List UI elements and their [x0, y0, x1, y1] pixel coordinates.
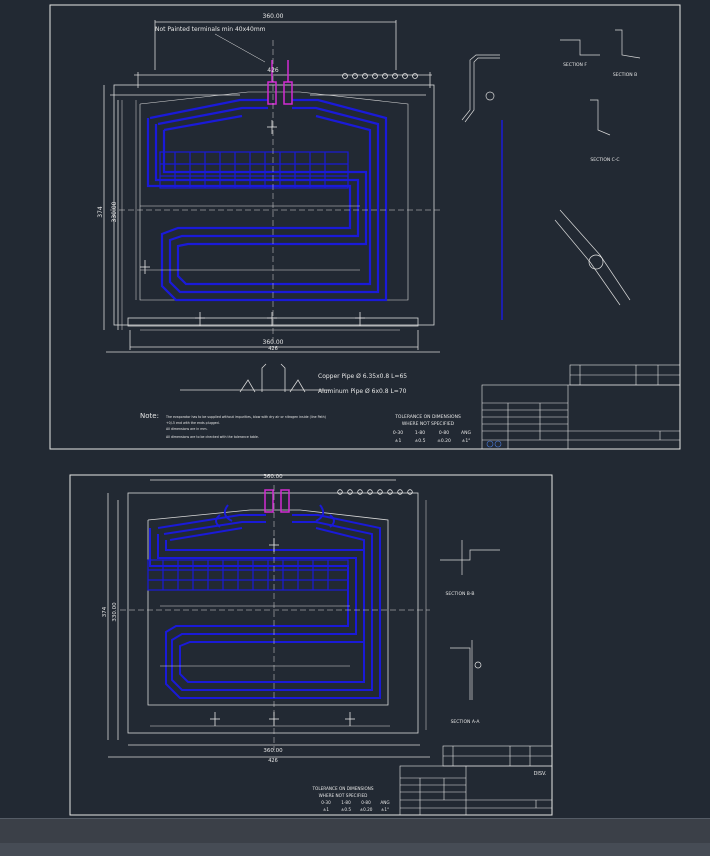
section-views-1 [461, 29, 641, 306]
serpentine-tube-2 [149, 504, 381, 699]
svg-text:±1: ±1 [395, 438, 402, 444]
notes-label: Note: [140, 412, 159, 420]
dim-width-bottom: 360.00 [263, 339, 284, 346]
cad-drawing-canvas[interactable]: 360.00 426 360.00 426 374 330.00 Not Pai… [0, 0, 710, 818]
dim-width-outer-2: 426 [268, 758, 278, 764]
status-bar [0, 818, 710, 856]
svg-text:0-80: 0-80 [361, 800, 371, 805]
svg-text:±0.20: ±0.20 [437, 438, 451, 444]
evaporator-plate-main-view [103, 20, 440, 353]
mounting-points [140, 73, 418, 326]
title-block-2-mark: DISV. [534, 771, 547, 777]
section-views-2 [440, 540, 500, 700]
svg-text:±0.20: ±0.20 [360, 807, 373, 812]
sheet-1: 360.00 426 360.00 426 374 330.00 Not Pai… [49, 4, 681, 450]
notes-line-4: All dimensions are to be checked with th… [166, 435, 259, 439]
svg-text:WHERE NOT SPECIFIED: WHERE NOT SPECIFIED [402, 421, 455, 427]
pipe-detail [180, 363, 330, 393]
fin-grid [159, 151, 349, 189]
svg-text:±1°: ±1° [462, 438, 471, 444]
evaporator-plate-view-2 [107, 479, 430, 758]
title-block-1 [481, 364, 681, 450]
status-bar-strip [0, 843, 710, 856]
svg-text:1-80: 1-80 [341, 800, 351, 805]
dim-height: 374 [97, 206, 104, 218]
notes-line-1: The evaporator has to be supplied withou… [165, 415, 326, 419]
svg-text:±0.5: ±0.5 [341, 807, 352, 812]
svg-text:0-80: 0-80 [439, 430, 449, 436]
dim-width-outer-bottom: 426 [268, 346, 278, 352]
tolerance-table-2: TOLERANCE ON DIMENSIONS WHERE NOT SPECIF… [311, 786, 389, 812]
svg-text:±1°: ±1° [381, 807, 389, 812]
dim-height-2: 374 [102, 606, 108, 617]
title-block-2 [399, 745, 553, 816]
callout-copper-pipe: Copper Pipe Ø 6.35x0.8 L=65 [318, 373, 407, 380]
callout-terminals: Not Painted terminals min 40x40mm [155, 26, 266, 33]
fin-grid-2 [147, 559, 349, 591]
dim-width-outer: 426 [267, 67, 279, 74]
dimension-lines [110, 40, 440, 345]
sheet-2-frame [69, 474, 553, 816]
section-bb-label: SECTION B-B [446, 591, 475, 597]
sheet-2: 360.00 360.00 426 374 330.00 SECTION B-B… [69, 474, 553, 816]
terminals-2 [264, 489, 290, 513]
mounting-points-2 [210, 489, 413, 726]
notes-line-2: +0/-5 end with the ends plugged. [166, 421, 220, 425]
svg-text:TOLERANCE ON DIMENSIONS: TOLERANCE ON DIMENSIONS [311, 786, 373, 791]
section-f-label: SECTION F [563, 62, 587, 68]
svg-text:0-30: 0-30 [393, 430, 403, 436]
dimension-lines-2 [120, 485, 430, 750]
terminals [267, 60, 293, 105]
svg-text:TOLERANCE ON DIMENSIONS: TOLERANCE ON DIMENSIONS [394, 414, 461, 420]
dim-height-inner-2: 330.00 [112, 602, 118, 622]
dim-width-top: 360.00 [263, 13, 284, 20]
section-b-label: SECTION B [613, 72, 637, 78]
svg-text:±0.5: ±0.5 [415, 438, 426, 444]
svg-text:1-80: 1-80 [415, 430, 425, 436]
section-cc-label: SECTION C-C [590, 157, 619, 163]
svg-text:WHERE NOT SPECIFIED: WHERE NOT SPECIFIED [319, 793, 368, 798]
serpentine-tube [146, 98, 388, 302]
dim-width-bottom-2: 360.00 [263, 748, 283, 754]
dim-width-top-2: 360.00 [263, 474, 283, 480]
dim-height-inner: 330.00 [111, 201, 118, 222]
sheet-1-frame [49, 4, 681, 450]
svg-text:0-30: 0-30 [321, 800, 331, 805]
svg-text:±1: ±1 [323, 807, 330, 812]
callout-aluminum-pipe: Aluminum Pipe Ø 6x0.8 L=70 [318, 388, 407, 395]
tolerance-table-1: TOLERANCE ON DIMENSIONS WHERE NOT SPECIF… [393, 414, 472, 444]
svg-text:ANG: ANG [380, 800, 389, 805]
notes-line-3: All dimensions are in mm. [166, 427, 207, 431]
section-aa-label: SECTION A-A [451, 719, 481, 725]
inner-contour [139, 91, 409, 301]
svg-text:ANG: ANG [461, 430, 471, 436]
